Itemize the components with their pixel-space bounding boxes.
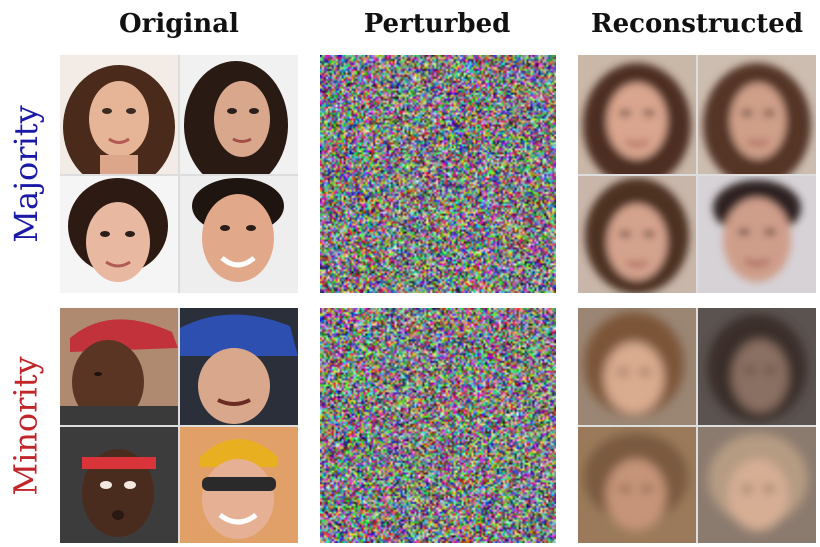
- column-title-perturbed: Perturbed: [363, 9, 511, 39]
- majority-reconstructed-grid: [578, 55, 816, 293]
- minority-perturbed-noise: [320, 308, 556, 543]
- face-image: [60, 427, 178, 543]
- reconstructed-face: [698, 308, 816, 425]
- minority-reconstructed-grid: [578, 308, 816, 543]
- column-title-reconstructed: Reconstructed: [590, 9, 804, 39]
- majority-perturbed-noise: [320, 55, 556, 293]
- reconstructed-face: [698, 55, 816, 174]
- reconstructed-face: [578, 308, 696, 425]
- face-image: [180, 427, 298, 543]
- face-image: [60, 308, 178, 425]
- reconstructed-face: [578, 176, 696, 293]
- column-title-original: Original: [119, 9, 239, 39]
- row-label-majority: Majority: [4, 55, 48, 293]
- row-label-minority: Minority: [4, 308, 48, 543]
- majority-original-grid: [60, 55, 298, 293]
- row-label-minority-text: Minority: [7, 355, 45, 496]
- face-image: [180, 176, 298, 293]
- face-image: [60, 176, 178, 293]
- face-image: [180, 308, 298, 425]
- face-image: [180, 55, 298, 174]
- face-image: [60, 55, 178, 174]
- reconstructed-face: [578, 55, 696, 174]
- minority-original-grid: [60, 308, 298, 543]
- row-label-majority-text: Majority: [7, 105, 45, 243]
- reconstructed-face: [698, 427, 816, 543]
- reconstructed-face: [578, 427, 696, 543]
- reconstructed-face: [698, 176, 816, 293]
